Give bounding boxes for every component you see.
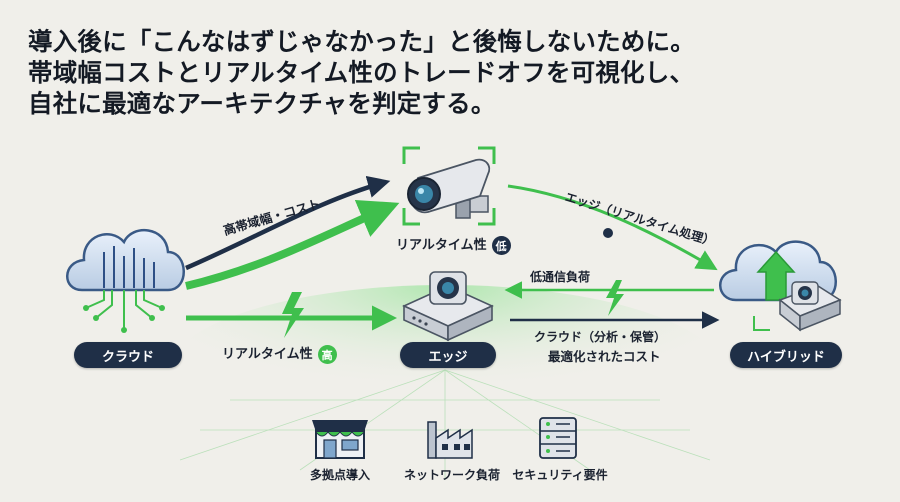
headline: 導入後に「こんなはずじゃなかった」と後悔しないために。 帯域幅コストとリアルタイ… [28,26,868,119]
camera-realtime-text: リアルタイム性 [396,238,487,253]
hybrid-node-label: ハイブリッド [730,342,842,368]
cloud-icon [66,228,185,333]
optimized-cost-label: 最適化されたコスト [548,349,661,364]
camera-icon [402,146,496,226]
headline-line-1: 導入後に「こんなはずじゃなかった」と後悔しないために。 [28,27,695,56]
camera-realtime-label: リアルタイム性低 [396,234,511,255]
factor-label-multi-site: 多拠点導入 [309,468,371,482]
edge-node-label: エッジ [400,342,496,368]
store-icon [312,420,368,459]
lightning-icon [282,292,304,338]
headline-line-3: 自社に最適なアーキテクチャを判定する。 [28,89,496,118]
realtime-high-text: リアルタイム性 [222,347,313,362]
bandwidth-arrow [185,175,391,271]
headline-line-2: 帯域幅コストとリアルタイム性のトレードオフを可視化し、 [28,58,695,87]
factory-icon [427,421,473,459]
edge-device-icon [402,271,494,342]
hybrid-icon [719,240,842,332]
realtime-high-badge: 高 [317,345,337,364]
realtime-low-arrow [185,199,400,290]
factor-label-network-load: ネットワーク負荷 [403,468,501,482]
lightning-small-icon [606,280,624,316]
edge-processing-node [603,228,613,238]
factor-label-security: セキュリティ要件 [512,468,608,482]
cloud-node-label: クラウド [74,342,182,368]
low-comm-label: 低通信負荷 [530,270,591,284]
realtime-high-label: リアルタイム性高 [222,343,337,364]
realtime-low-badge: 低 [491,236,511,255]
cloud-analysis-label: クラウド（分析・保管） [534,330,667,344]
server-icon [539,417,577,459]
edge-processing-arrow [507,184,718,271]
